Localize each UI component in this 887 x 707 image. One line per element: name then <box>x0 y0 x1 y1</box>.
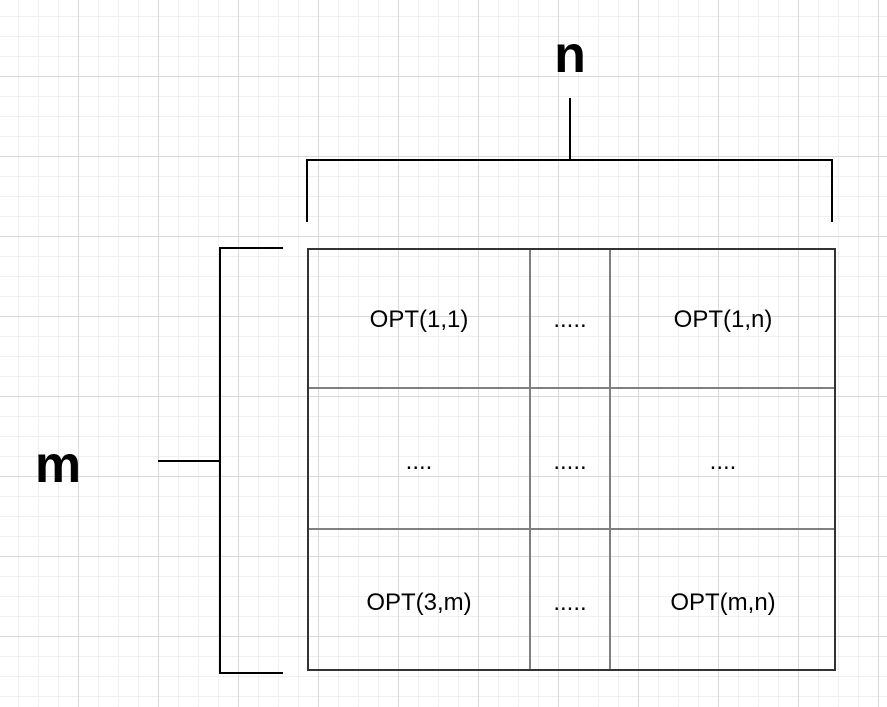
m-label: m <box>35 436 81 494</box>
cell-r1c3: OPT(1,n) <box>674 306 773 333</box>
matrix-grid <box>307 248 836 671</box>
cell-r1c1: OPT(1,1) <box>370 306 469 333</box>
n-brace-bracket <box>306 159 833 222</box>
cell-r3c3: OPT(m,n) <box>670 589 775 616</box>
n-label: n <box>554 26 586 84</box>
cell-r2c1: .... <box>406 448 433 475</box>
m-brace-bracket <box>219 247 283 674</box>
matrix-outline <box>307 248 836 671</box>
cell-r2c3: .... <box>710 448 737 475</box>
cell-r2c2: ..... <box>553 448 586 475</box>
cell-r3c1: OPT(3,m) <box>366 589 471 616</box>
m-brace <box>158 247 283 674</box>
cell-r1c2: ..... <box>553 306 586 333</box>
n-brace <box>306 98 833 222</box>
cell-r3c2: ..... <box>553 589 586 616</box>
